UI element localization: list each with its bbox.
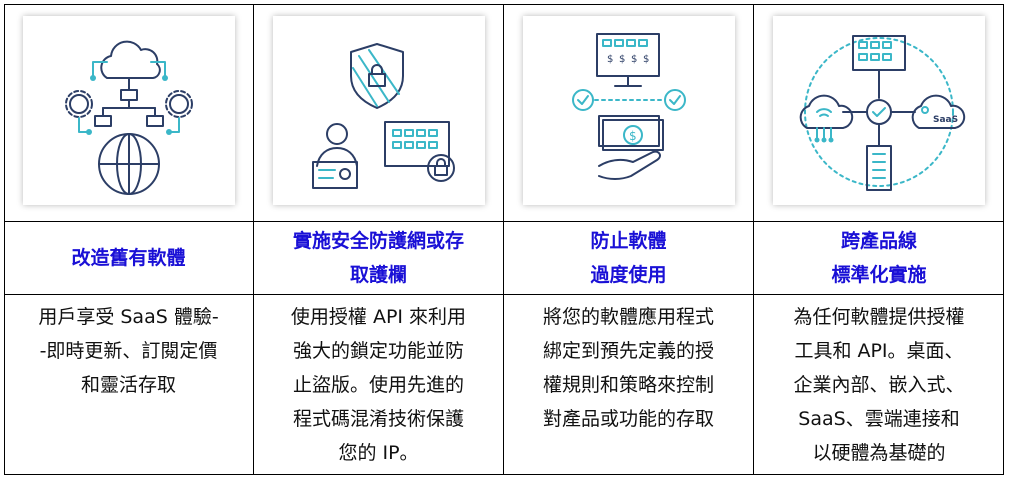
row-divider — [4, 221, 1004, 222]
desc-line: -即時更新、訂閱定價 — [39, 340, 218, 362]
title-line: 改造舊有軟體 — [71, 247, 186, 269]
column-title: 跨產品線 標準化實施 — [754, 222, 1004, 294]
title-line: 跨產品線 — [840, 230, 917, 252]
column-description: 使用授權 API 來利用 強大的鎖定功能並防 止盜版。使用先進的 程式碼混淆技術… — [254, 300, 503, 470]
desc-line: SaaS、雲端連接和 — [798, 408, 960, 430]
desc-line: 將您的軟體應用程式 — [542, 306, 714, 328]
feature-table — [4, 4, 1004, 475]
saas-label: SaaS — [933, 115, 958, 125]
svg-text:$: $ — [643, 54, 649, 65]
title-line: 實施安全防護網或存 — [292, 230, 464, 252]
column-divider — [253, 4, 254, 475]
svg-text:$: $ — [629, 129, 637, 143]
column-title: 實施安全防護網或存 取護欄 — [254, 222, 503, 294]
title-line: 標準化實施 — [831, 264, 927, 286]
svg-text:$: $ — [619, 54, 625, 65]
title-line: 取護欄 — [349, 264, 407, 286]
column-description: 將您的軟體應用程式 綁定到預先定義的授 權規則和策略來控制 對產品或功能的存取 — [504, 300, 753, 436]
svg-text:$: $ — [631, 54, 637, 65]
desc-line: 用戶享受 SaaS 體驗- — [38, 306, 219, 328]
column-divider — [753, 4, 754, 475]
column-divider — [503, 4, 504, 475]
monitor-money-hand-icon: $ $ $ $ $ — [523, 16, 735, 205]
column-title: 改造舊有軟體 — [4, 222, 253, 294]
desc-line: 工具和 API。桌面、 — [794, 340, 964, 362]
desc-line: 企業內部、嵌入式、 — [793, 374, 965, 396]
column-title: 防止軟體 過度使用 — [504, 222, 753, 294]
title-line: 防止軟體 — [590, 230, 667, 252]
desc-line: 您的 IP。 — [338, 442, 419, 464]
cloud-network-globe-icon — [23, 16, 235, 205]
title-line: 過度使用 — [590, 264, 667, 286]
column-description: 為任何軟體提供授權 工具和 API。桌面、 企業內部、嵌入式、 SaaS、雲端連… — [754, 300, 1004, 470]
column-description: 用戶享受 SaaS 體驗- -即時更新、訂閱定價 和靈活存取 — [4, 300, 253, 402]
desc-line: 綁定到預先定義的授 — [542, 340, 714, 362]
shield-lock-user-icon — [273, 16, 485, 205]
svg-text:$: $ — [607, 54, 613, 65]
desc-line: 權規則和策略來控制 — [542, 374, 714, 396]
desc-line: 對產品或功能的存取 — [542, 408, 714, 430]
desc-line: 為任何軟體提供授權 — [793, 306, 965, 328]
desc-line: 程式碼混淆技術保護 — [292, 408, 464, 430]
desc-line: 以硬體為基礎的 — [812, 442, 946, 464]
desc-line: 使用授權 API 來利用 — [290, 306, 467, 328]
row-divider — [4, 294, 1004, 295]
saas-hub-icon: SaaS — [773, 16, 985, 205]
desc-line: 止盜版。使用先進的 — [292, 374, 464, 396]
desc-line: 和靈活存取 — [80, 374, 176, 396]
desc-line: 強大的鎖定功能並防 — [292, 340, 464, 362]
